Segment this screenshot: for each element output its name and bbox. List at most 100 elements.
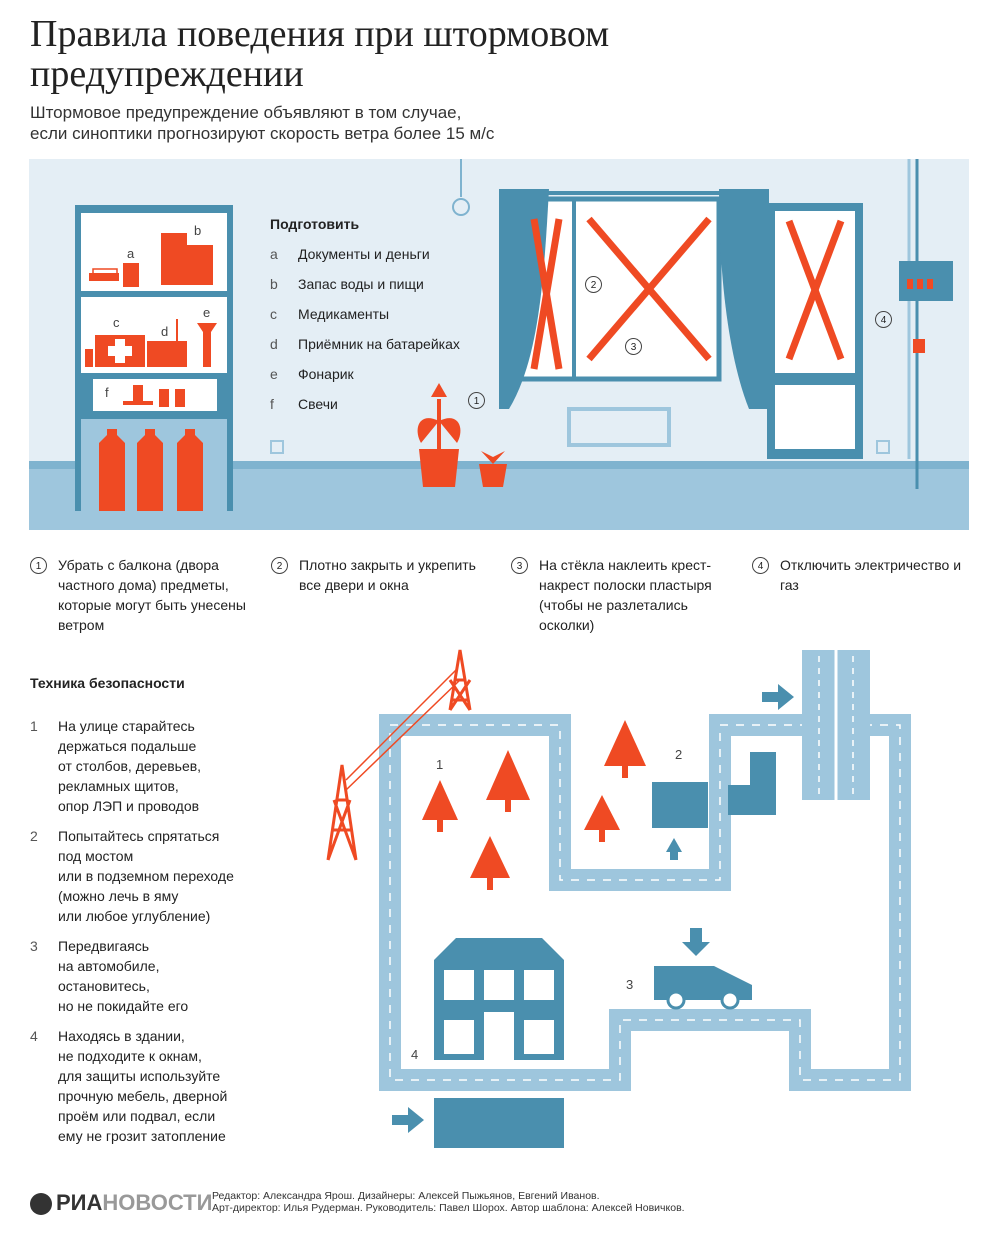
map-label-1: 1 [436,757,444,772]
arrow-right-icon [762,684,794,710]
prepare-item: c Медикаменты [270,306,389,322]
prepare-text: Приёмник на батарейках [298,336,460,352]
prepare-item: b Запас воды и пищи [270,276,424,292]
shelf-label-c: c [113,315,120,330]
rule-number: 4 [30,1028,38,1044]
rule-line: ему не грозит затопление [58,1128,226,1144]
prepare-letter: b [270,276,278,292]
rule-text: Находясь в здании, не подходите к окнам,… [58,1026,290,1146]
safety-map: 1 2 3 4 [300,640,940,1160]
credits-line-2: Арт-директор: Илья Рудерман. Руководител… [212,1202,685,1214]
rule-line: Находясь в здании, [58,1028,185,1044]
room-scene [29,159,969,530]
prepare-text: Медикаменты [298,306,390,322]
shelf-label-f: f [105,385,109,400]
map-label-2: 2 [675,747,683,762]
credits: Редактор: Александра Ярош. Дизайнеры: Ал… [212,1190,685,1214]
logo-novosti: НОВОСТИ [102,1190,213,1215]
arrow-right-icon [392,1107,424,1133]
rule-line: под мостом [58,848,134,864]
rule-text: Передвигаясь на автомобиле, остановитесь… [58,936,290,1016]
rule-line: рекламных щитов, [58,778,179,794]
prepare-text: Свечи [298,396,338,412]
subtitle: Штормовое предупреждение объявляют в том… [30,102,930,144]
road-markings [389,724,901,1081]
step-text: Убрать с балкона (двора частного дома) п… [58,557,246,633]
step-number: 2 [271,557,288,574]
prepare-letter: a [270,246,278,262]
prepare-text: Запас воды и пищи [298,276,424,292]
rule-line: Попытайтесь спрятаться [58,828,220,844]
step-text: Плотно закрыть и укрепить все двери и ок… [299,557,476,593]
socket-left [270,440,284,454]
flower-pots [417,383,507,487]
map-label-4: 4 [411,1047,419,1062]
prepare-letter: e [270,366,278,382]
power-tower-icon [326,649,472,861]
title-line-1: Правила поведения при штормовом [30,13,610,55]
room-marker-4: 4 [875,311,892,328]
underpass [652,782,708,828]
rule-line: на автомобиле, [58,958,160,974]
safety-rule: 4 Находясь в здании, не подходите к окна… [30,1026,290,1146]
door [767,203,863,459]
room-marker-1: 1 [468,392,485,409]
step-item: 3 На стёкла наклеить крест-накрест полоск… [511,555,731,635]
rule-line: для защиты используйте [58,1068,221,1084]
step-item: 4 Отключить электричество и газ [752,555,972,595]
rule-line: но не покидайте его [58,998,189,1014]
subtitle-line-1: Штормовое предупреждение объявляют в том… [30,103,462,122]
safety-rule: 1 На улице старайтесь держаться подальше… [30,716,290,816]
rule-line: не подходите к окнам, [58,1048,202,1064]
globe-icon [30,1193,52,1216]
prepare-item: e Фонарик [270,366,354,382]
prepare-item: f Свечи [270,396,338,412]
prepare-letter: c [270,306,277,322]
shelf-label-b: b [194,223,202,238]
prepare-text: Документы и деньги [298,246,430,262]
ceiling-lamp [452,159,470,216]
rule-line: опор ЛЭП и проводов [58,798,200,814]
step-number: 4 [752,557,769,574]
rule-text: Попытайтесь спрятаться под мостом или в … [58,826,290,926]
shelf-label-e: e [203,305,211,320]
subtitle-line-2: если синоптики прогнозируют скорость вет… [30,124,495,143]
prepare-letter: d [270,336,278,352]
basement [434,1098,564,1148]
step-text: На стёкла наклеить крест-накрест полоски… [539,557,712,633]
rule-line: от столбов, деревьев, [58,758,202,774]
safety-rule: 3 Передвигаясь на автомобиле, остановите… [30,936,290,1016]
prepare-title: Подготовить [270,216,360,232]
prepare-letter: f [270,396,274,412]
step-number: 3 [511,557,528,574]
rule-line: проём или подвал, если [58,1108,216,1124]
safety-title: Техника безопасности [30,675,185,691]
window [499,189,769,447]
step-text: Отключить электричество и газ [780,557,962,593]
rule-line: прочную мебель, дверной [58,1088,228,1104]
rule-line: или любое углубление) [58,908,211,924]
electric-panel [899,159,953,489]
safety-rule: 2 Попытайтесь спрятаться под мостом или … [30,826,290,926]
ria-logo: РИАНОВОСТИ [30,1190,212,1216]
shelf-label-a: a [127,246,135,261]
trees [422,720,646,890]
room-marker-3: 3 [625,338,642,355]
title-line-2: предупреждении [30,53,304,95]
cabinet [75,205,233,511]
rule-number: 2 [30,828,38,844]
step-item: 1 Убрать с балкона (двора частного дома) … [30,555,250,635]
rule-number: 3 [30,938,38,954]
credits-line-1: Редактор: Александра Ярош. Дизайнеры: Ал… [212,1190,600,1202]
rule-line: остановитесь, [58,978,150,994]
step-number: 1 [30,557,47,574]
prepare-text: Фонарик [298,366,354,382]
room-illustration: a b c d e f 1 2 3 4 [29,159,969,530]
rule-line: На улице старайтесь [58,718,195,734]
shelf-label-d: d [161,324,169,339]
map-scene [326,649,911,1148]
map-label-3: 3 [626,977,634,992]
room-marker-2: 2 [585,276,602,293]
rule-line: держаться подальше [58,738,197,754]
rule-number: 1 [30,718,38,734]
